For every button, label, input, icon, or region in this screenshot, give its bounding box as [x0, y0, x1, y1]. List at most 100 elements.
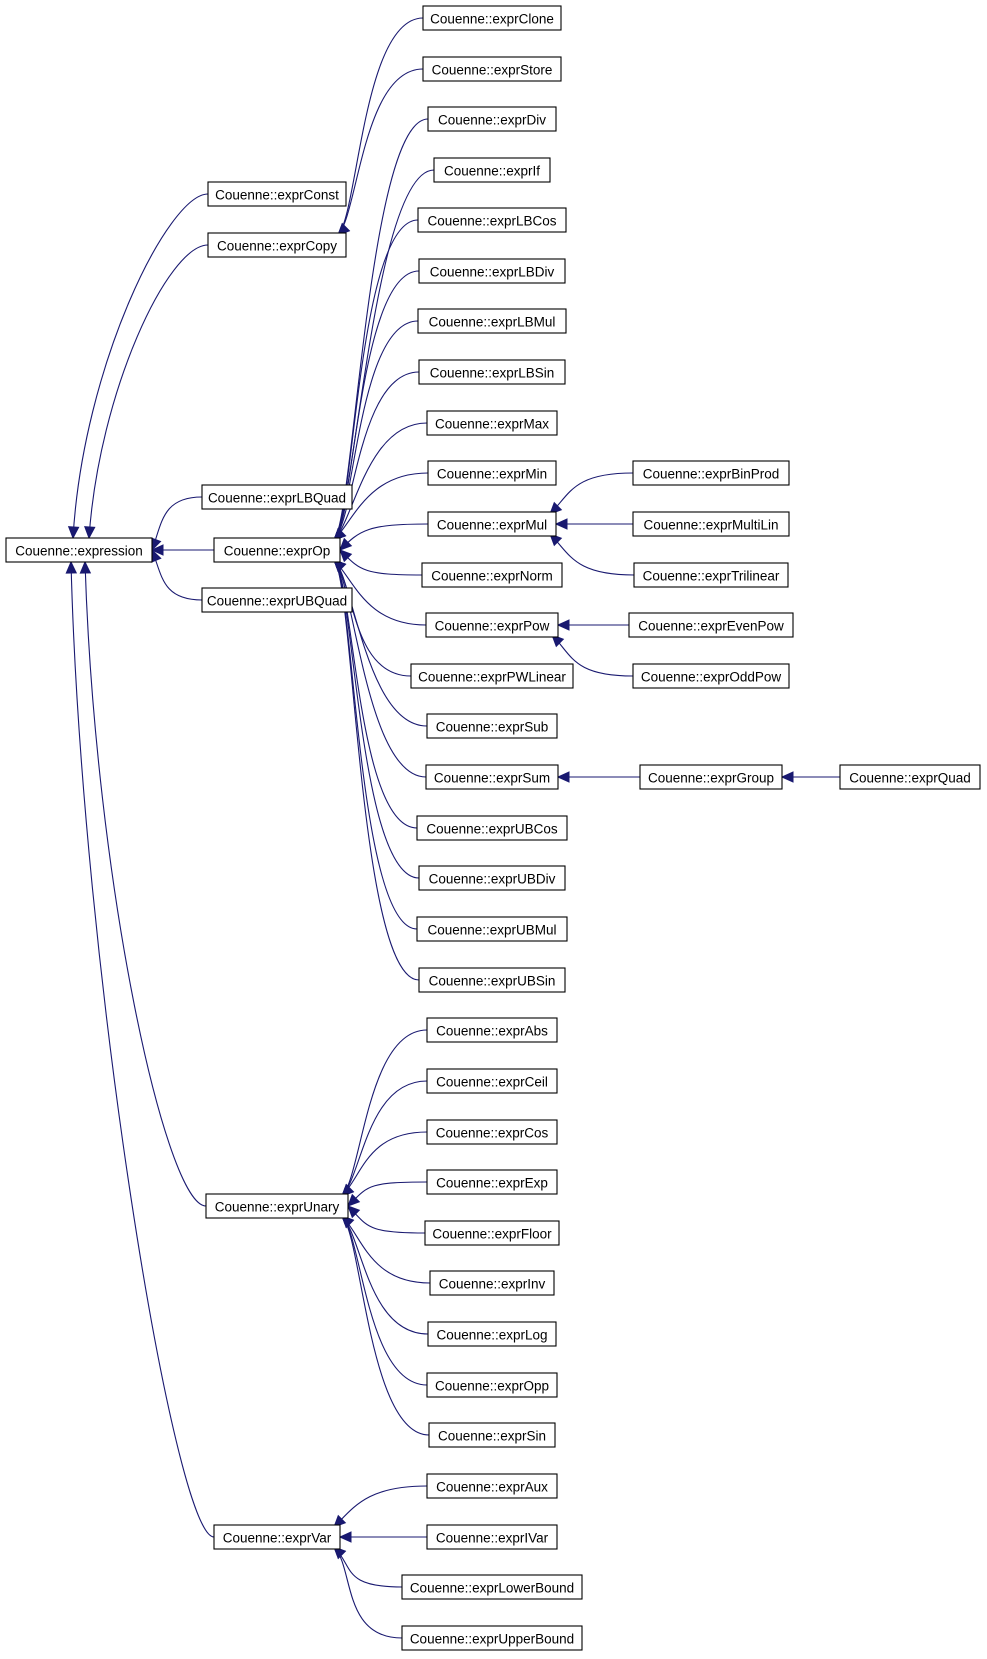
node-exprLBCos[interactable]: Couenne::exprLBCos	[417, 207, 567, 233]
node-exprStore[interactable]: Couenne::exprStore	[422, 56, 562, 82]
node-box	[633, 562, 789, 588]
node-box	[418, 967, 566, 993]
node-label: Couenne::exprInv	[439, 1277, 546, 1292]
node-exprLBDiv[interactable]: Couenne::exprLBDiv	[418, 258, 566, 284]
edge-line	[339, 549, 423, 576]
edge-exprFloor-to-exprUnary	[347, 1205, 426, 1234]
node-box	[426, 1372, 558, 1398]
node-exprSum[interactable]: Couenne::exprSum	[425, 764, 559, 790]
node-exprBinProd[interactable]: Couenne::exprBinProd	[632, 460, 790, 486]
node-exprInv[interactable]: Couenne::exprInv	[429, 1270, 555, 1296]
arrowhead	[65, 560, 78, 574]
node-exprAux[interactable]: Couenne::exprAux	[426, 1473, 558, 1499]
edge-line	[333, 559, 428, 727]
node-exprUBSin[interactable]: Couenne::exprUBSin	[418, 967, 566, 993]
node-exprUBCos[interactable]: Couenne::exprUBCos	[416, 815, 568, 841]
node-label: Couenne::exprUBDiv	[429, 872, 556, 887]
node-box	[428, 1422, 556, 1448]
node-exprDiv[interactable]: Couenne::exprDiv	[427, 106, 557, 132]
arrowhead	[79, 560, 92, 574]
node-label: Couenne::exprGroup	[648, 771, 774, 786]
edge-exprLBQuad-to-expression	[150, 496, 203, 552]
node-exprMultiLin[interactable]: Couenne::exprMultiLin	[632, 511, 790, 537]
node-label: Couenne::exprUBMul	[427, 923, 556, 938]
node-exprConst[interactable]: Couenne::exprConst	[207, 181, 347, 207]
node-exprOddPow[interactable]: Couenne::exprOddPow	[632, 663, 790, 689]
node-exprUBQuad[interactable]: Couenne::exprUBQuad	[201, 587, 353, 613]
node-box	[433, 157, 551, 183]
node-box	[426, 1017, 558, 1043]
node-box	[427, 1321, 557, 1347]
node-box	[424, 1220, 560, 1246]
node-exprPow[interactable]: Couenne::exprPow	[425, 612, 559, 638]
node-exprMul[interactable]: Couenne::exprMul	[427, 511, 557, 537]
node-exprOp[interactable]: Couenne::exprOp	[213, 537, 341, 563]
node-exprExp[interactable]: Couenne::exprExp	[426, 1169, 558, 1195]
edge-line	[341, 1029, 428, 1197]
node-exprCopy[interactable]: Couenne::exprCopy	[207, 232, 347, 258]
node-exprMin[interactable]: Couenne::exprMin	[427, 460, 557, 486]
edge-line	[84, 561, 207, 1207]
node-exprVar[interactable]: Couenne::exprVar	[213, 1524, 341, 1550]
node-box	[426, 713, 558, 739]
node-box	[427, 106, 557, 132]
node-exprQuad[interactable]: Couenne::exprQuad	[839, 764, 981, 790]
node-box	[207, 232, 347, 258]
node-label: Couenne::exprEvenPow	[638, 619, 784, 634]
node-exprUnary[interactable]: Couenne::exprUnary	[205, 1193, 349, 1219]
node-exprIVar[interactable]: Couenne::exprIVar	[426, 1524, 558, 1550]
node-label: Couenne::exprTrilinear	[643, 569, 780, 584]
node-exprIf[interactable]: Couenne::exprIf	[433, 157, 551, 183]
edge-exprAux-to-exprVar	[333, 1485, 428, 1528]
node-box	[427, 511, 557, 537]
node-box	[839, 764, 981, 790]
node-exprNorm[interactable]: Couenne::exprNorm	[421, 562, 563, 588]
node-label: Couenne::exprLog	[436, 1328, 547, 1343]
node-exprOpp[interactable]: Couenne::exprOpp	[426, 1372, 558, 1398]
node-exprLBSin[interactable]: Couenne::exprLBSin	[418, 359, 566, 385]
node-box	[426, 1524, 558, 1550]
node-expression[interactable]: Couenne::expression	[5, 537, 153, 563]
node-exprFloor[interactable]: Couenne::exprFloor	[424, 1220, 560, 1246]
edge-exprBinProd-to-exprMul	[549, 472, 634, 515]
node-exprLowerBound[interactable]: Couenne::exprLowerBound	[401, 1574, 583, 1600]
node-exprCos[interactable]: Couenne::exprCos	[426, 1119, 558, 1145]
edge-line	[72, 193, 209, 539]
node-label: Couenne::exprMin	[437, 467, 547, 482]
node-exprUpperBound[interactable]: Couenne::exprUpperBound	[401, 1625, 583, 1651]
node-exprLBMul[interactable]: Couenne::exprLBMul	[417, 308, 567, 334]
node-label: Couenne::exprLBSin	[430, 366, 555, 381]
nodes-layer: Couenne::expressionCouenne::exprConstCou…	[5, 5, 981, 1651]
node-label: Couenne::exprMultiLin	[643, 518, 778, 533]
node-box	[426, 1169, 558, 1195]
node-box	[207, 181, 347, 207]
edge-exprTrilinear-to-exprMul	[549, 533, 635, 576]
node-exprSin[interactable]: Couenne::exprSin	[428, 1422, 556, 1448]
node-exprGroup[interactable]: Couenne::exprGroup	[639, 764, 783, 790]
edge-line	[333, 559, 427, 778]
node-box	[201, 587, 353, 613]
arrowhead	[556, 619, 570, 631]
node-exprEvenPow[interactable]: Couenne::exprEvenPow	[628, 612, 794, 638]
node-label: Couenne::exprVar	[223, 1531, 332, 1546]
node-exprUBDiv[interactable]: Couenne::exprUBDiv	[418, 865, 566, 891]
node-label: Couenne::exprSin	[438, 1429, 546, 1444]
arrowhead	[347, 1205, 361, 1219]
node-exprLog[interactable]: Couenne::exprLog	[427, 1321, 557, 1347]
arrowhead	[150, 544, 164, 556]
node-exprSub[interactable]: Couenne::exprSub	[426, 713, 558, 739]
node-exprAbs[interactable]: Couenne::exprAbs	[426, 1017, 558, 1043]
node-exprCeil[interactable]: Couenne::exprCeil	[426, 1068, 558, 1094]
node-exprUBMul[interactable]: Couenne::exprUBMul	[416, 916, 568, 942]
node-box	[427, 460, 557, 486]
node-label: Couenne::exprMul	[437, 518, 547, 533]
node-exprClone[interactable]: Couenne::exprClone	[422, 5, 562, 31]
edge-exprQuad-to-exprGroup	[780, 771, 840, 783]
node-exprLBQuad[interactable]: Couenne::exprLBQuad	[201, 484, 353, 510]
node-exprTrilinear[interactable]: Couenne::exprTrilinear	[633, 562, 789, 588]
edge-line	[341, 1215, 429, 1335]
edge-exprUnary-to-expression	[79, 560, 207, 1207]
node-label: Couenne::exprOpp	[435, 1379, 549, 1394]
node-exprMax[interactable]: Couenne::exprMax	[426, 410, 558, 436]
node-exprPWLinear[interactable]: Couenne::exprPWLinear	[410, 663, 574, 689]
